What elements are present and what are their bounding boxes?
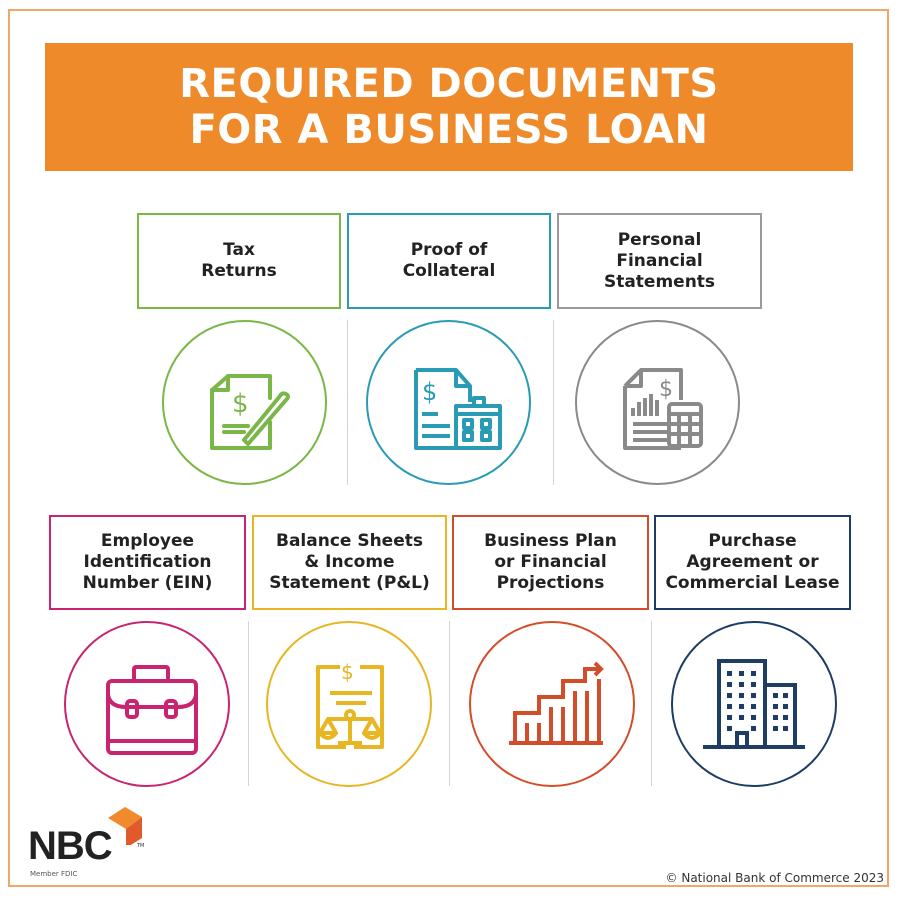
document-calculator-icon: $ <box>622 367 703 450</box>
nbc-cube-icon <box>108 807 142 845</box>
document-card-tax-returns: Tax Returns <box>137 213 341 309</box>
card-label: Proof of <box>410 240 488 260</box>
svg-text:$: $ <box>232 389 249 419</box>
divider <box>651 621 652 786</box>
document-card-ein: Employee Identification Number (EIN) <box>49 515 246 610</box>
title-banner: REQUIRED DOCUMENTS FOR A BUSINESS LOAN <box>45 43 853 171</box>
document-card-purchase-agreement: Purchase Agreement or Commercial Lease <box>654 515 851 610</box>
card-label: Tax <box>223 240 255 260</box>
growth-chart-icon <box>509 661 604 745</box>
svg-text:$: $ <box>422 378 437 406</box>
briefcase-icon <box>106 665 198 755</box>
card-label: Projections <box>496 573 605 593</box>
svg-text:$: $ <box>341 660 354 684</box>
divider <box>449 621 450 786</box>
tax-document-pen-icon: $ <box>209 373 290 450</box>
divider <box>553 320 554 485</box>
member-fdic: Member FDIC <box>30 870 78 878</box>
copyright: © National Bank of Commerce 2023 <box>665 871 884 885</box>
card-label: Purchase <box>708 531 797 551</box>
icon-circle-purchase-agreement <box>671 621 837 787</box>
document-card-proof-of-collateral: Proof of Collateral <box>347 213 551 309</box>
document-card-business-plan: Business Plan or Financial Projections <box>452 515 649 610</box>
card-label: Financial <box>616 250 703 271</box>
divider <box>248 621 249 786</box>
document-building-icon: $ <box>413 367 502 450</box>
icon-circle-personal-financial-statements: $ <box>575 320 740 485</box>
card-label: Number (EIN) <box>82 573 213 593</box>
nbc-logo-text: NBC <box>28 824 113 868</box>
card-label: Returns <box>201 261 277 281</box>
icon-circle-ein <box>64 621 230 787</box>
card-label: Personal <box>617 229 702 250</box>
card-label: or Financial <box>494 552 607 572</box>
card-label: Agreement or <box>686 552 819 572</box>
icon-circle-tax-returns: $ <box>162 320 327 485</box>
card-label: Employee <box>100 531 195 551</box>
icon-circle-business-plan <box>469 621 635 787</box>
card-label: & Income <box>304 552 395 572</box>
document-card-personal-financial-statements: Personal Financial Statements <box>557 213 762 309</box>
document-card-balance-sheets: Balance Sheets & Income Statement (P&L) <box>252 515 447 610</box>
svg-text:$: $ <box>659 377 673 402</box>
trademark: TM <box>137 843 145 849</box>
card-label: Balance Sheets <box>275 531 423 551</box>
icon-circle-proof-of-collateral: $ <box>366 320 531 485</box>
icon-circle-balance-sheets: $ <box>266 621 432 787</box>
card-label: Collateral <box>402 261 496 281</box>
card-label: Statements <box>603 271 716 292</box>
title-line-1: REQUIRED DOCUMENTS <box>179 61 719 107</box>
divider <box>347 320 348 485</box>
page-frame <box>8 9 889 887</box>
card-label: Commercial Lease <box>665 573 840 593</box>
card-label: Identification <box>83 552 212 572</box>
title-line-2: FOR A BUSINESS LOAN <box>189 107 709 153</box>
card-label: Statement (P&L) <box>269 573 430 593</box>
office-buildings-icon <box>703 659 805 749</box>
card-label: Business Plan <box>484 531 617 551</box>
document-scales-icon: $ <box>316 660 384 749</box>
